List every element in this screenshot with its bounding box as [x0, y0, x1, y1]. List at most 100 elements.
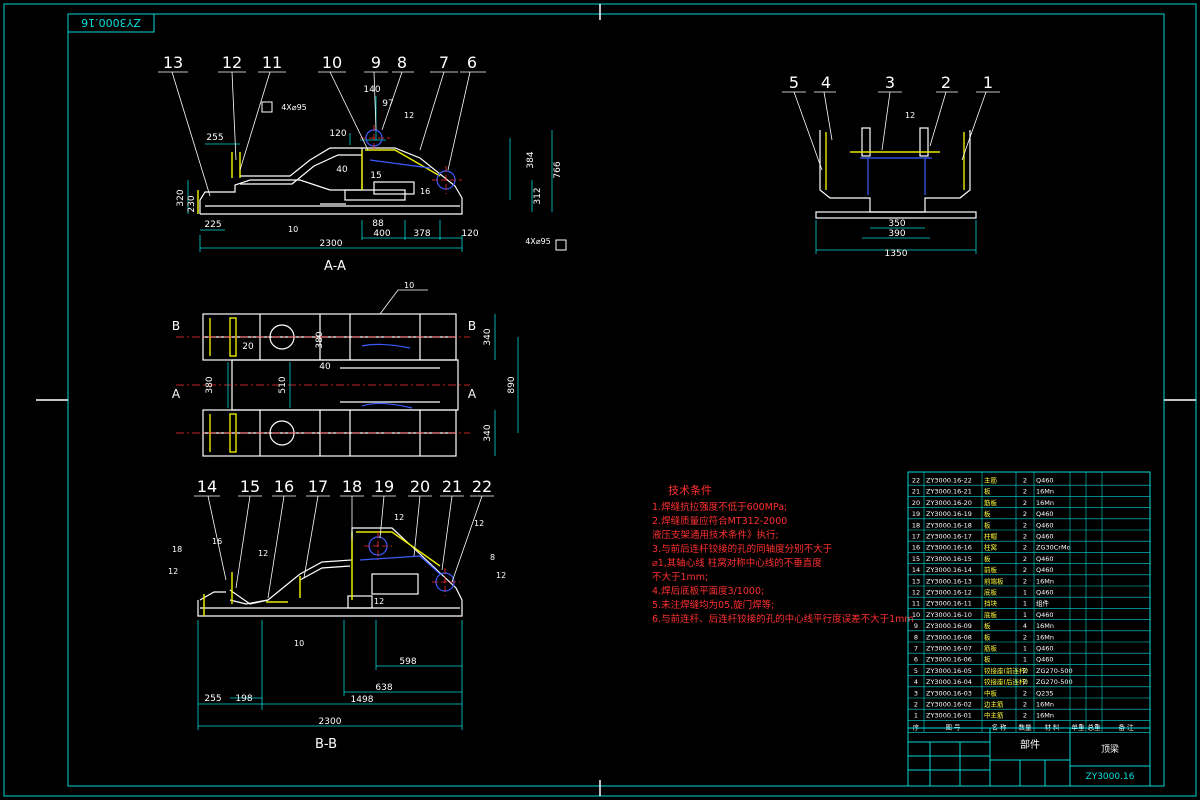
bb-weld-mark: 12 [168, 567, 178, 576]
bom-row-no: 8 [914, 633, 918, 641]
bom-row-code: ZY3000.16-09 [926, 622, 972, 630]
bom-row-code: ZY3000.16-05 [926, 667, 972, 675]
aa-dim: 378 [413, 229, 430, 239]
bom-row-material: Q460 [1036, 521, 1054, 529]
plan-section-mark: A [172, 387, 181, 401]
aa-dim: 400 [373, 229, 390, 239]
bom-header-cell: 材 料 [1044, 722, 1060, 731]
bom-row-name: 底板 [984, 588, 998, 597]
bom-row-no: 2 [914, 701, 918, 709]
bom-row-material: Q460 [1036, 566, 1054, 574]
view-bb: 14 15 16 17 18 19 20 21 22 255 198 1498 … [168, 477, 506, 752]
bom-row-qty: 2 [1023, 667, 1027, 675]
bom-row-no: 3 [914, 689, 918, 697]
bom-row-no: 16 [912, 544, 920, 552]
bom-row-qty: 2 [1023, 544, 1027, 552]
view-plan: B B A A 340 380 510 340 890 20 40 380 10 [172, 281, 519, 457]
bb-dim: 1498 [351, 695, 374, 705]
bom-row-code: ZY3000.16-04 [926, 678, 972, 686]
aa-weld-mark: 10 [288, 225, 298, 234]
bom-row-no: 22 [912, 477, 920, 485]
aa-dim: 97 [382, 99, 393, 109]
plan-section-mark: B [172, 319, 180, 333]
bom-header-cell: 总重 [1088, 722, 1102, 731]
plan-dim: 380 [315, 331, 325, 348]
bom-row-name: 板 [984, 509, 991, 518]
bom-row-material: 16Mn [1036, 488, 1054, 496]
aa-dim: 140 [363, 85, 380, 95]
bom-row-qty: 2 [1023, 633, 1027, 641]
side-balloon: 3 [885, 73, 895, 92]
bom-row-material: Q460 [1036, 611, 1054, 619]
plan-section-mark: A [468, 387, 477, 401]
bom-row-code: ZY3000.16-12 [926, 589, 972, 597]
bom-row-no: 11 [912, 600, 920, 608]
bb-dim: 638 [375, 683, 392, 693]
bom-row-material: Q460 [1036, 477, 1054, 485]
side-dim: 390 [888, 229, 905, 239]
bom-row-code: ZY3000.16-01 [926, 712, 972, 720]
aa-hole-note: 4X⌀95 [525, 237, 551, 246]
bb-weld-mark: 16 [212, 537, 222, 546]
bom-row-code: ZY3000.16-08 [926, 633, 972, 641]
bom-row-no: 20 [912, 499, 920, 507]
aa-hole-note: 4X⌀95 [281, 103, 307, 112]
aa-balloon: 10 [322, 53, 342, 72]
bom-row-code: ZY3000.16-14 [926, 566, 972, 574]
bom-row-material: Q460 [1036, 645, 1054, 653]
bom-row-material: Q235 [1036, 689, 1054, 697]
bom-row-code: ZY3000.16-03 [926, 689, 972, 697]
aa-balloon: 11 [262, 53, 282, 72]
bb-weld-mark: 12 [258, 549, 268, 558]
bom-row-no: 21 [912, 488, 920, 496]
aa-caption: A-A [324, 259, 346, 274]
bom-row-material: ZG30CrMo [1036, 544, 1071, 552]
bom-row-no: 19 [912, 510, 920, 518]
bom-row-material: Q460 [1036, 510, 1054, 518]
bom-row-name: 前端板 [984, 576, 1004, 585]
bom-row-code: ZY3000.16-21 [926, 488, 972, 496]
plan-section-mark: B [468, 319, 476, 333]
bom-row-qty: 2 [1023, 577, 1027, 585]
bom-row-material: 16Mn [1036, 712, 1054, 720]
bom-row-material: ZG270-500 [1036, 678, 1073, 686]
bb-balloon: 16 [274, 477, 294, 496]
bom-row-name: 板 [984, 632, 991, 641]
bom-row-no: 5 [914, 667, 918, 675]
bom-row-material: ZG270-500 [1036, 667, 1073, 675]
side-dim: 350 [888, 219, 905, 229]
aa-dim: 120 [329, 129, 346, 139]
bom-row-name: 筋板 [984, 644, 998, 653]
bb-balloon: 20 [410, 477, 430, 496]
aa-dim: 766 [553, 161, 563, 178]
bom-row-qty: 2 [1023, 521, 1027, 529]
title-block-name: 顶梁 [1101, 743, 1119, 755]
tech-req-line: 5.未注焊缝均为05,旋门焊等; [652, 599, 774, 611]
bom-row-qty: 2 [1023, 488, 1027, 496]
bom-row-code: ZY3000.16-19 [926, 510, 972, 518]
bom-row-name: 前板 [984, 565, 998, 574]
bom-row-code: ZY3000.16-11 [926, 600, 972, 608]
bom-header-cell: 图 号 [945, 723, 961, 731]
bom-row-code: ZY3000.16-07 [926, 645, 972, 653]
bom-row-qty: 2 [1023, 533, 1027, 541]
aa-dim: 2300 [320, 239, 343, 249]
bom-row-qty: 2 [1023, 555, 1027, 563]
bom-row-code: ZY3000.16-22 [926, 477, 972, 485]
bom-row-no: 18 [912, 521, 920, 529]
bom-row-qty: 1 [1023, 656, 1027, 664]
bom-header-cell: 序 [913, 722, 920, 731]
aa-balloon: 8 [397, 53, 407, 72]
bom-row-no: 15 [912, 555, 920, 563]
bom-row-material: 16Mn [1036, 701, 1054, 709]
bom-row-no: 10 [912, 611, 920, 619]
view-side: 5 4 3 2 1 350 390 1350 12 [782, 73, 1000, 259]
bom-row-no: 17 [912, 533, 920, 541]
aa-dim: 15 [370, 171, 381, 181]
title-block-code: ZY3000.16 [1086, 772, 1135, 782]
plan-dim: 340 [483, 328, 493, 345]
bb-weld-mark: 12 [496, 571, 506, 580]
bb-balloon: 18 [342, 477, 362, 496]
side-balloon: 1 [983, 73, 993, 92]
bb-caption: B-B [315, 737, 337, 752]
